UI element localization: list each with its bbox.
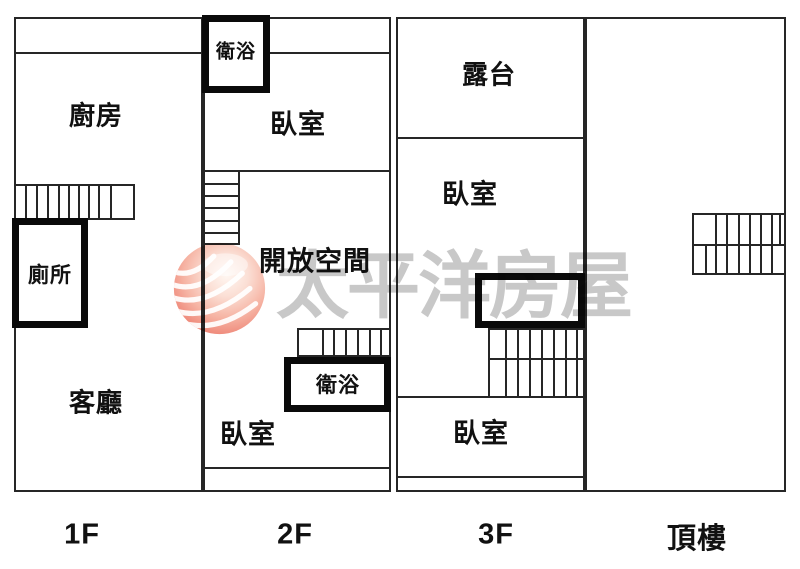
staircase-2f-lower	[297, 328, 391, 357]
bathroom-box-2f-upper	[202, 15, 270, 93]
stair-tread-line	[203, 232, 238, 234]
wall	[396, 476, 585, 478]
wall-outline-roof	[585, 17, 786, 492]
stair-tread-line	[576, 360, 578, 396]
stair-tread-line	[203, 207, 238, 209]
room-label-bedroom-lower: 臥室	[220, 419, 276, 450]
stair-tread-line	[771, 215, 773, 244]
stair-tread-line	[749, 246, 751, 273]
stair-tread-line	[541, 330, 543, 358]
stair-tread-line	[517, 360, 519, 396]
wall	[268, 52, 391, 54]
room-label-living-room: 客廳	[68, 387, 124, 418]
stair-tread-line	[47, 186, 49, 218]
stair-tread-line	[357, 330, 359, 355]
staircase-1f	[14, 184, 135, 220]
floor-label-2f: 2F	[277, 518, 313, 551]
staircase-3f-upper-run	[488, 328, 585, 358]
stair-tread-line	[110, 186, 112, 218]
wall	[14, 52, 203, 54]
stair-tread-line	[715, 215, 717, 244]
stair-tread-line	[517, 330, 519, 358]
stair-tread-line	[88, 186, 90, 218]
stair-tread-line	[25, 186, 27, 218]
stair-tread-line	[529, 330, 531, 358]
floor-label-1f: 1F	[64, 518, 100, 551]
staircase-roof-upper-run	[692, 213, 786, 244]
floor-label-roof: 頂樓	[666, 523, 728, 555]
stair-tread-line	[726, 246, 728, 273]
stair-tread-line	[771, 246, 773, 273]
toilet-room-box-1f	[12, 218, 88, 328]
stair-tread-line	[553, 360, 555, 396]
stair-tread-line	[553, 330, 555, 358]
stair-tread-line	[68, 186, 70, 218]
stair-tread-line	[760, 215, 762, 244]
room-label-kitchen: 廚房	[68, 100, 124, 131]
stair-tread-line	[333, 330, 335, 355]
stair-tread-line	[738, 215, 740, 244]
stair-tread-line	[98, 186, 100, 218]
stair-tread-line	[203, 183, 238, 185]
wall	[203, 467, 391, 469]
stair-tread-line	[576, 330, 578, 358]
stair-tread-line	[529, 360, 531, 396]
room-label-bathroom-upper: 衛浴	[215, 41, 257, 63]
stair-tread-line	[203, 195, 238, 197]
stair-tread-line	[78, 186, 80, 218]
room-label-toilet: 廁所	[28, 264, 72, 287]
stair-tread-line	[749, 215, 751, 244]
stair-tread-line	[715, 246, 717, 273]
room-label-bedroom-lower-3f: 臥室	[453, 418, 509, 449]
stair-tread-line	[565, 330, 567, 358]
stair-tread-line	[369, 330, 371, 355]
bathroom-box-3f	[475, 273, 585, 328]
staircase-3f-lower-run	[488, 358, 585, 396]
staircase-2f-upper	[203, 170, 240, 245]
room-label-bedroom-upper-3f: 臥室	[442, 179, 498, 210]
stair-tread-line	[738, 246, 740, 273]
stair-tread-line	[565, 360, 567, 396]
stair-tread-line	[779, 215, 781, 244]
wall-outline-3f	[396, 17, 585, 492]
stair-tread-line	[380, 330, 382, 355]
stair-tread-line	[36, 186, 38, 218]
stair-tread-line	[322, 330, 324, 355]
staircase-roof-lower-run	[692, 244, 786, 275]
wall	[203, 170, 391, 172]
stair-tread-line	[203, 220, 238, 222]
room-label-terrace: 露台	[461, 59, 517, 90]
room-label-open-space: 開放空間	[259, 246, 371, 277]
floor-label-3f: 3F	[478, 518, 514, 551]
stair-tread-line	[345, 330, 347, 355]
wall	[396, 137, 585, 139]
stair-tread-line	[505, 330, 507, 358]
stair-tread-line	[726, 215, 728, 244]
room-label-bathroom-lower: 衛浴	[316, 374, 360, 397]
stair-tread-line	[505, 360, 507, 396]
stair-tread-line	[541, 360, 543, 396]
bathroom-box-2f-lower	[284, 357, 391, 412]
room-label-bedroom-upper: 臥室	[270, 109, 326, 140]
stair-tread-line	[705, 246, 707, 273]
stair-tread-line	[58, 186, 60, 218]
stair-tread-line	[760, 246, 762, 273]
wall	[396, 396, 585, 398]
